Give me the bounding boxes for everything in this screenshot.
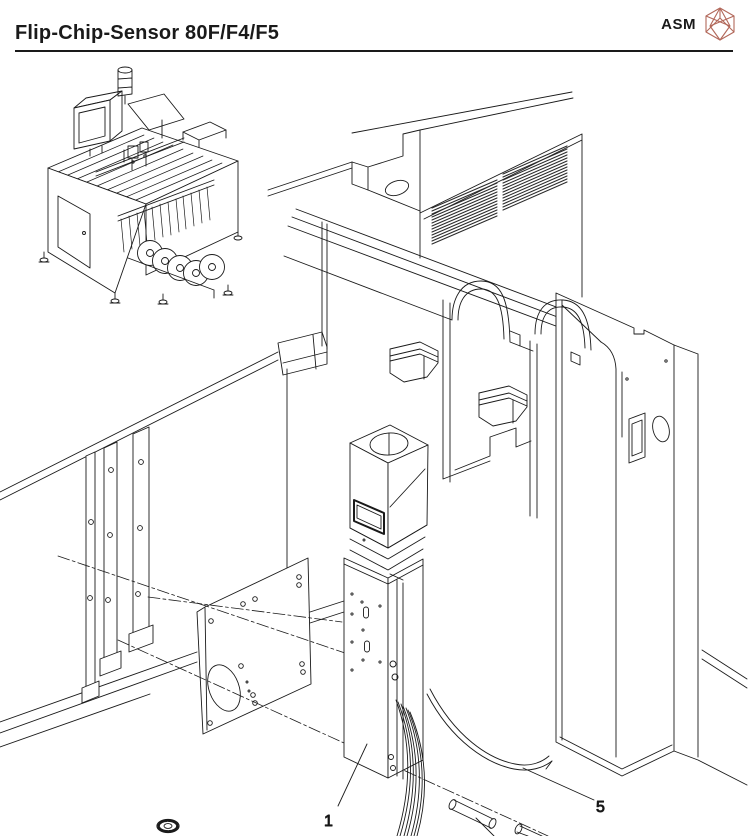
connector-sleeve bbox=[514, 823, 543, 836]
label-1-leader bbox=[337, 743, 368, 807]
label-5-leader bbox=[522, 767, 595, 801]
label-1-text: 1 bbox=[324, 813, 333, 830]
sensor-top-bore bbox=[369, 432, 409, 456]
machine-feet bbox=[38, 231, 243, 305]
machine-deck bbox=[267, 91, 574, 259]
vent-louvers-left bbox=[431, 179, 498, 245]
knurled-nut bbox=[156, 818, 180, 834]
title-rule bbox=[15, 50, 733, 52]
cable-arch-1 bbox=[283, 255, 534, 352]
vent-louvers-right bbox=[502, 145, 568, 211]
label-5-text: 5 bbox=[596, 799, 605, 816]
interior-panel bbox=[442, 299, 532, 483]
part-label-5: 5 bbox=[522, 767, 605, 816]
right-channel-column bbox=[534, 292, 748, 786]
sensor-cable bbox=[426, 688, 553, 771]
connector-pin bbox=[448, 799, 497, 836]
asm-gem-icon bbox=[705, 7, 735, 41]
cable-clamp-block-left bbox=[389, 341, 439, 383]
brand-logo: ASM bbox=[661, 6, 738, 42]
sensor-mounting-plate bbox=[196, 557, 312, 735]
sensor-window bbox=[353, 499, 385, 535]
cable-arch-2 bbox=[534, 299, 592, 351]
assembly-center-axes bbox=[57, 555, 549, 836]
machine-overview-inset bbox=[38, 66, 243, 305]
wall-rail-strips bbox=[81, 426, 154, 704]
part-label-1: 1 bbox=[324, 743, 368, 830]
brand-name: ASM bbox=[661, 15, 696, 33]
tape-reels bbox=[137, 240, 225, 286]
strip-right bbox=[529, 340, 538, 519]
cable-clamp-block-right bbox=[478, 385, 528, 427]
page-title: Flip-Chip-Sensor 80F/F4/F5 bbox=[15, 22, 280, 44]
left-wall bbox=[0, 221, 348, 748]
pin-leader-line bbox=[475, 817, 495, 836]
vent-grille-panel bbox=[419, 133, 583, 298]
ribbon-cable bbox=[395, 699, 425, 836]
plate-lens-hole bbox=[207, 664, 241, 712]
